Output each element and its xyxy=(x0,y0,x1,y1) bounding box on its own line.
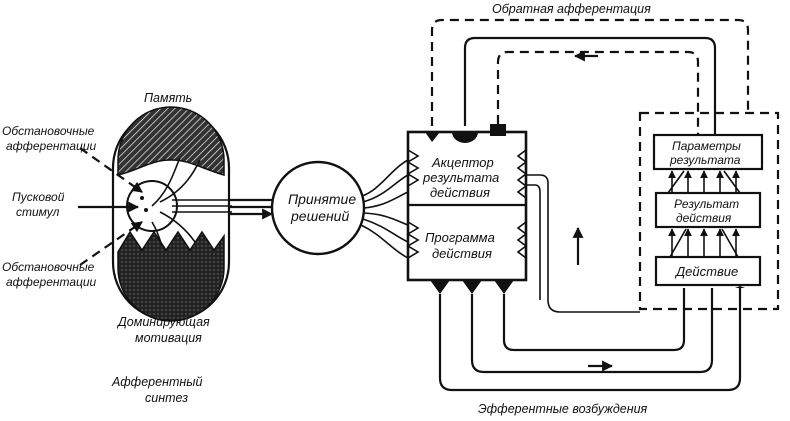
label-feedback: Обратная афферентация xyxy=(492,2,651,16)
label-afferent-synthesis-2: синтез xyxy=(145,391,188,405)
label-afferent-synthesis-1: Афферентный xyxy=(111,375,202,389)
label-program-2: действия xyxy=(432,246,492,261)
decision-fan-lines xyxy=(360,159,409,259)
label-situational-bottom-2: афферентации xyxy=(6,275,97,289)
input-arrows xyxy=(78,147,143,266)
label-acceptor-2: результата xyxy=(422,170,499,185)
label-result-2: действия xyxy=(676,211,732,225)
feedback-loops xyxy=(430,18,750,135)
label-situational-top-1: Обстановочные xyxy=(2,124,95,138)
label-acceptor-1: Акцептор xyxy=(431,155,494,170)
result-boxes xyxy=(652,133,764,287)
label-action: Действие xyxy=(674,264,738,279)
acceptor-return-lines xyxy=(526,174,640,313)
synthesis-to-decision xyxy=(229,198,274,220)
label-memory: Память xyxy=(144,91,192,105)
memory-region xyxy=(117,106,225,177)
label-trigger-1: Пусковой xyxy=(12,190,65,204)
label-trigger-2: стимул xyxy=(16,205,60,219)
label-situational-top-2: афферентации xyxy=(6,139,97,153)
label-motivation-2: мотивация xyxy=(135,331,202,345)
label-efferent: Эфферентные возбуждения xyxy=(478,402,648,416)
label-result-1: Результат xyxy=(674,197,739,211)
label-decision-2: решений xyxy=(290,208,349,224)
label-program-1: Программа xyxy=(425,230,495,245)
motivation-region xyxy=(117,230,225,322)
efferent-loops xyxy=(438,286,745,392)
afferent-synthesis-block xyxy=(111,106,232,322)
label-decision-1: Принятие xyxy=(288,191,356,207)
result-dashed-box xyxy=(638,111,780,311)
acceptor-program-block xyxy=(406,124,528,294)
label-situational-bottom-1: Обстановочные xyxy=(2,260,95,274)
label-params-2: результата xyxy=(669,153,741,167)
label-params-1: Параметры xyxy=(672,139,741,153)
label-motivation-1: Доминирующая xyxy=(116,315,210,329)
label-acceptor-3: действия xyxy=(430,185,490,200)
